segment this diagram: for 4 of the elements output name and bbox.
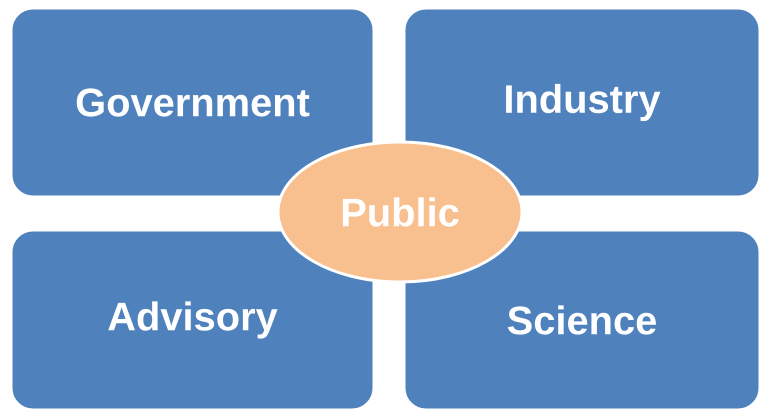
rounded-box: Industry xyxy=(402,6,762,198)
rounded-box: Government xyxy=(10,6,376,198)
rounded-box: Science xyxy=(402,228,762,412)
rounded-box: Advisory xyxy=(10,228,376,412)
